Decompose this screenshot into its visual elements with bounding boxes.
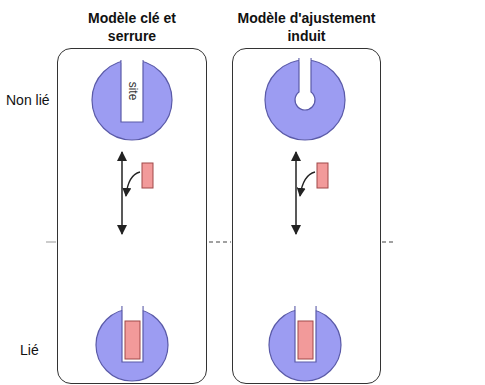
enzyme-bound	[269, 304, 341, 381]
enzyme-bound	[96, 304, 168, 381]
binding-arrow	[126, 172, 140, 196]
separator-line	[382, 241, 394, 242]
separator-line	[46, 242, 56, 243]
equilibrium-arrow	[295, 152, 297, 234]
row-label: Non lié	[6, 92, 50, 109]
site-label: site	[126, 82, 139, 101]
substrate	[142, 163, 153, 188]
panel-heading: Modèle d'ajustement induit	[232, 9, 382, 45]
panel-heading: Modèle clé et serrure	[80, 9, 184, 45]
model-panel: Modèle clé et serruresite	[57, 48, 207, 384]
binding-arrow	[300, 172, 315, 196]
row-label: Lié	[20, 342, 39, 359]
substrate	[317, 163, 328, 188]
separator-line	[209, 241, 231, 242]
enzyme-unbound	[265, 54, 345, 140]
model-panel: Modèle d'ajustement induit	[232, 48, 381, 384]
enzyme-site-blob: site	[90, 58, 174, 142]
equilibrium-arrow	[121, 152, 123, 234]
